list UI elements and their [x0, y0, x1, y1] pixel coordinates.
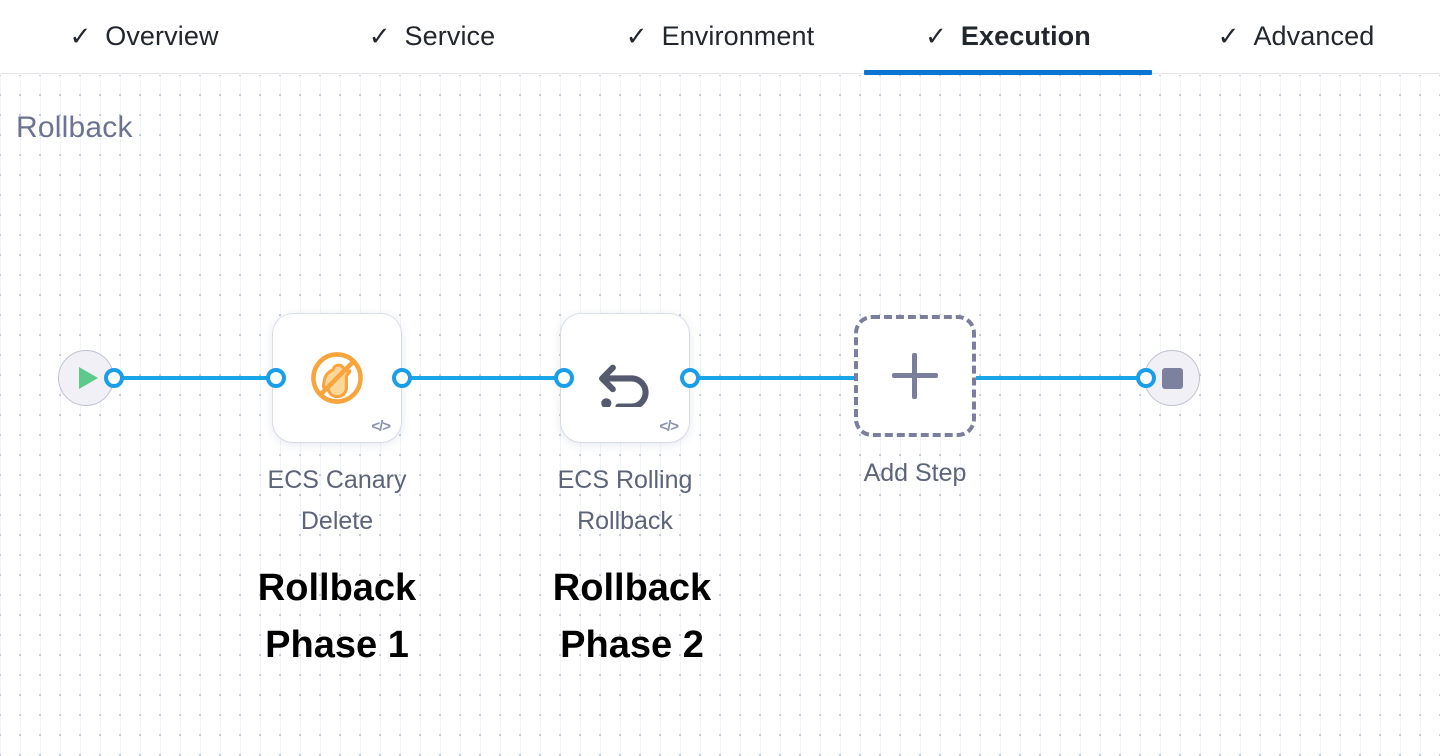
section-title: Rollback: [16, 111, 133, 144]
port-step1-in[interactable]: [266, 368, 286, 388]
tab-label: Environment: [661, 21, 815, 51]
annotation-rollback-phase-2: Rollback Phase 2: [552, 567, 712, 666]
tab-overview[interactable]: ✓ Overview: [0, 0, 288, 74]
edge-start-to-step1: [112, 376, 288, 380]
port-start-out[interactable]: [104, 368, 124, 388]
ecs-canary-delete-icon: [273, 314, 401, 442]
edge-step1-to-step2: [400, 376, 576, 380]
port-step2-in[interactable]: [554, 368, 574, 388]
tab-label: Advanced: [1253, 21, 1375, 51]
annotation-rollback-phase-1: Rollback Phase 1: [257, 567, 417, 666]
check-icon: ✓: [368, 20, 391, 51]
tab-environment[interactable]: ✓ Environment: [576, 0, 864, 74]
add-step-label: Add Step: [863, 459, 967, 487]
port-step2-out[interactable]: [680, 368, 700, 388]
edge-addstep-to-end: [976, 376, 1152, 380]
tab-label: Service: [404, 21, 496, 51]
tab-advanced[interactable]: ✓ Advanced: [1152, 0, 1440, 74]
add-step-button[interactable]: [854, 315, 976, 437]
step-label-ecs-rolling-rollback: ECS Rolling Rollback: [557, 466, 693, 535]
stop-icon: [1161, 367, 1183, 389]
port-end-in[interactable]: [1136, 368, 1156, 388]
check-icon: ✓: [625, 20, 648, 51]
plus-icon: [892, 353, 938, 399]
port-step1-out[interactable]: [392, 368, 412, 388]
wizard-tab-bar: ✓ Overview ✓ Service ✓ Environment ✓ Exe…: [0, 0, 1440, 75]
edge-step2-to-addstep: [688, 376, 868, 380]
pipeline-canvas[interactable]: Rollback </>: [0, 75, 1440, 756]
pipeline-flow: </> </> ECS Canary Delete: [0, 75, 1440, 756]
step-label-ecs-canary-delete: ECS Canary Delete: [267, 466, 407, 535]
check-icon: ✓: [925, 20, 947, 51]
play-icon: [79, 367, 98, 389]
step-node-ecs-canary-delete[interactable]: </>: [273, 314, 401, 442]
tab-execution[interactable]: ✓ Execution: [864, 0, 1152, 75]
step-node-ecs-rolling-rollback[interactable]: </>: [561, 314, 689, 442]
code-icon[interactable]: </>: [659, 418, 679, 435]
rollback-arrow-icon: [561, 314, 689, 442]
tab-service[interactable]: ✓ Service: [288, 0, 576, 74]
tab-label: Execution: [960, 21, 1091, 51]
code-icon[interactable]: </>: [371, 418, 391, 435]
check-icon: ✓: [1217, 20, 1240, 51]
tab-label: Overview: [105, 21, 219, 51]
check-icon: ✓: [69, 20, 92, 51]
